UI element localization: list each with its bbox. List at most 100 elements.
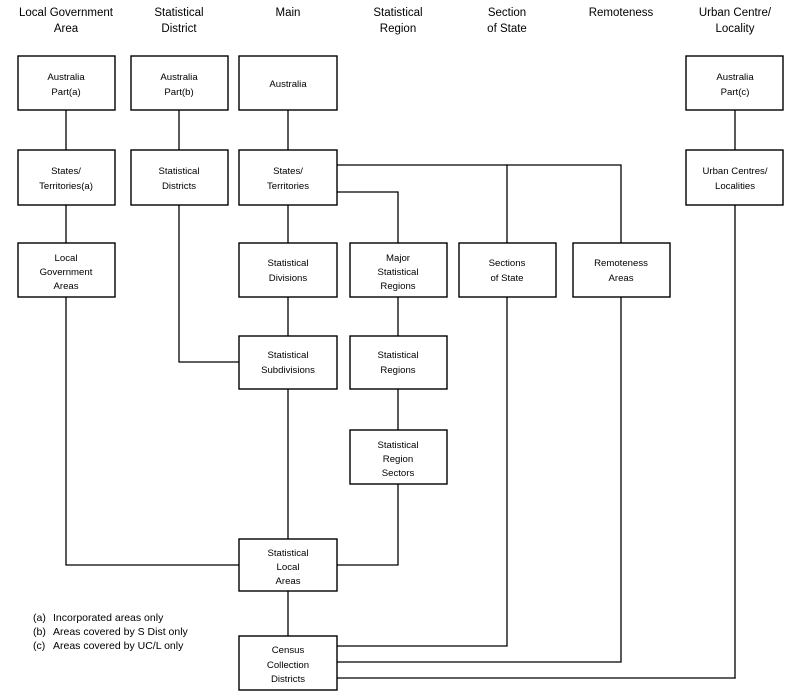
node-statistical-regions[interactable]: Statistical Regions bbox=[349, 335, 448, 390]
node-label-line1: Major bbox=[386, 253, 411, 264]
node-australia-part-b[interactable]: Australia Part(b) bbox=[130, 55, 229, 111]
node-label-line3: Districts bbox=[271, 674, 305, 685]
node-australia-part-a[interactable]: Australia Part(a) bbox=[17, 55, 116, 111]
node-box[interactable] bbox=[238, 538, 338, 592]
node-statistical-subdivisions[interactable]: Statistical Subdivisions bbox=[238, 335, 338, 390]
node-statistical-districts[interactable]: Statistical Districts bbox=[130, 149, 229, 206]
node-statistical-local-areas[interactable]: Statistical Local Areas bbox=[238, 538, 338, 592]
node-label-line2: Part(b) bbox=[164, 87, 193, 98]
node-statistical-divisions[interactable]: Statistical Divisions bbox=[238, 242, 338, 298]
node-label-line1: Statistical bbox=[267, 548, 308, 559]
node-states-territories-a[interactable]: States/ Territories(a) bbox=[17, 149, 116, 206]
node-label-line1: Statistical bbox=[267, 258, 308, 269]
column-header-sdist-line1: Statistical bbox=[154, 7, 203, 19]
node-label-line1: Census bbox=[272, 645, 305, 656]
node-label-line1: Australia bbox=[47, 72, 85, 83]
footnote-marker-b: (b) bbox=[33, 626, 46, 638]
node-box[interactable] bbox=[130, 149, 229, 206]
node-box[interactable] bbox=[685, 149, 784, 206]
node-box[interactable] bbox=[17, 242, 116, 298]
node-urban-centres-localities[interactable]: Urban Centres/ Localities bbox=[685, 149, 784, 206]
column-header-ucl-line2: Locality bbox=[716, 23, 755, 35]
node-label-line1: States/ bbox=[273, 166, 303, 177]
node-label-line2: Region bbox=[383, 454, 413, 465]
node-label-line1: States/ bbox=[51, 166, 81, 177]
node-local-government-areas[interactable]: Local Government Areas bbox=[17, 242, 116, 298]
connector-ra-to-ccds bbox=[336, 296, 622, 663]
node-label-line2: Territories bbox=[267, 181, 309, 192]
node-box[interactable] bbox=[349, 335, 448, 390]
node-label-line1: Statistical bbox=[158, 166, 199, 177]
node-label-line1: Statistical bbox=[377, 350, 418, 361]
node-label-line1: Australia bbox=[160, 72, 198, 83]
node-label-line1: Australia bbox=[716, 72, 754, 83]
node-box[interactable] bbox=[458, 242, 557, 298]
node-label-line2: Local bbox=[277, 562, 300, 573]
node-label-line1: Local bbox=[55, 253, 78, 264]
connectors bbox=[65, 109, 736, 679]
node-box[interactable] bbox=[130, 55, 229, 111]
connector-lgas-to-slas bbox=[65, 296, 240, 566]
column-header-ucl-line1: Urban Centre/ bbox=[699, 7, 772, 19]
node-remoteness-areas[interactable]: Remoteness Areas bbox=[572, 242, 671, 298]
node-label-line1: Sections bbox=[489, 258, 526, 269]
connector-sdists-to-ssubs bbox=[178, 204, 240, 363]
node-label-line1: Statistical bbox=[377, 440, 418, 451]
node-label-line3: Regions bbox=[380, 281, 415, 292]
footnote-marker-a: (a) bbox=[33, 612, 46, 624]
node-box[interactable] bbox=[238, 335, 338, 390]
node-box[interactable] bbox=[349, 242, 448, 298]
connector-sos-to-ccds bbox=[336, 296, 508, 647]
node-label-line2: Part(a) bbox=[51, 87, 80, 98]
node-box[interactable] bbox=[238, 242, 338, 298]
footnote-marker-c: (c) bbox=[33, 640, 45, 652]
column-header-lga-line1: Local Government bbox=[19, 7, 114, 19]
node-box[interactable] bbox=[17, 149, 116, 206]
node-label-line2: Part(c) bbox=[721, 87, 750, 98]
column-headers: Local Government Area Statistical Distri… bbox=[19, 7, 772, 35]
node-label-line2: Collection bbox=[267, 660, 309, 671]
node-label-line1: Urban Centres/ bbox=[702, 166, 767, 177]
node-box[interactable] bbox=[349, 429, 448, 485]
node-label-line1: Australia bbox=[269, 79, 307, 90]
column-header-sos-line1: Section bbox=[488, 7, 526, 19]
footnote-text-a: Incorporated areas only bbox=[53, 612, 164, 624]
column-header-lga-line2: Area bbox=[54, 23, 79, 35]
node-australia[interactable]: Australia bbox=[238, 55, 338, 111]
node-label-line2: Subdivisions bbox=[261, 365, 315, 376]
node-box[interactable] bbox=[572, 242, 671, 298]
footnotes: (a) Incorporated areas only (b) Areas co… bbox=[33, 612, 189, 652]
node-statistical-region-sectors[interactable]: Statistical Region Sectors bbox=[349, 429, 448, 485]
column-header-sos-line2: of State bbox=[487, 23, 527, 35]
node-states-territories[interactable]: States/ Territories bbox=[238, 149, 338, 206]
node-label-line3: Sectors bbox=[382, 468, 415, 479]
column-header-sreg-line1: Statistical bbox=[373, 7, 422, 19]
footnote-text-c: Areas covered by UC/L only bbox=[53, 640, 184, 652]
node-label-line3: Areas bbox=[275, 576, 300, 587]
node-major-statistical-regions[interactable]: Major Statistical Regions bbox=[349, 242, 448, 298]
node-box[interactable] bbox=[238, 149, 338, 206]
node-label-line2: Regions bbox=[380, 365, 415, 376]
node-label-line2: Divisions bbox=[269, 273, 308, 284]
node-label-line2: Statistical bbox=[377, 267, 418, 278]
node-label-line2: Localities bbox=[715, 181, 755, 192]
footnote-text-b: Areas covered by S Dist only bbox=[53, 626, 189, 638]
node-label-line2: Territories(a) bbox=[39, 181, 93, 192]
node-label-line2: Districts bbox=[162, 181, 196, 192]
node-sections-of-state[interactable]: Sections of State bbox=[458, 242, 557, 298]
node-australia-part-c[interactable]: Australia Part(c) bbox=[685, 55, 784, 111]
node-box[interactable] bbox=[238, 635, 338, 691]
node-label-line1: Remoteness bbox=[594, 258, 648, 269]
column-header-rem-line1: Remoteness bbox=[589, 7, 654, 19]
connector-st-to-msregs bbox=[336, 191, 399, 244]
node-box[interactable] bbox=[17, 55, 116, 111]
node-census-collection-districts[interactable]: Census Collection Districts bbox=[238, 635, 338, 691]
node-box[interactable] bbox=[685, 55, 784, 111]
node-box[interactable] bbox=[238, 55, 338, 111]
column-header-main-line1: Main bbox=[276, 7, 301, 19]
column-header-sreg-line2: Region bbox=[380, 23, 416, 35]
node-label-line3: Areas bbox=[53, 281, 78, 292]
column-header-sdist-line2: District bbox=[161, 23, 197, 35]
